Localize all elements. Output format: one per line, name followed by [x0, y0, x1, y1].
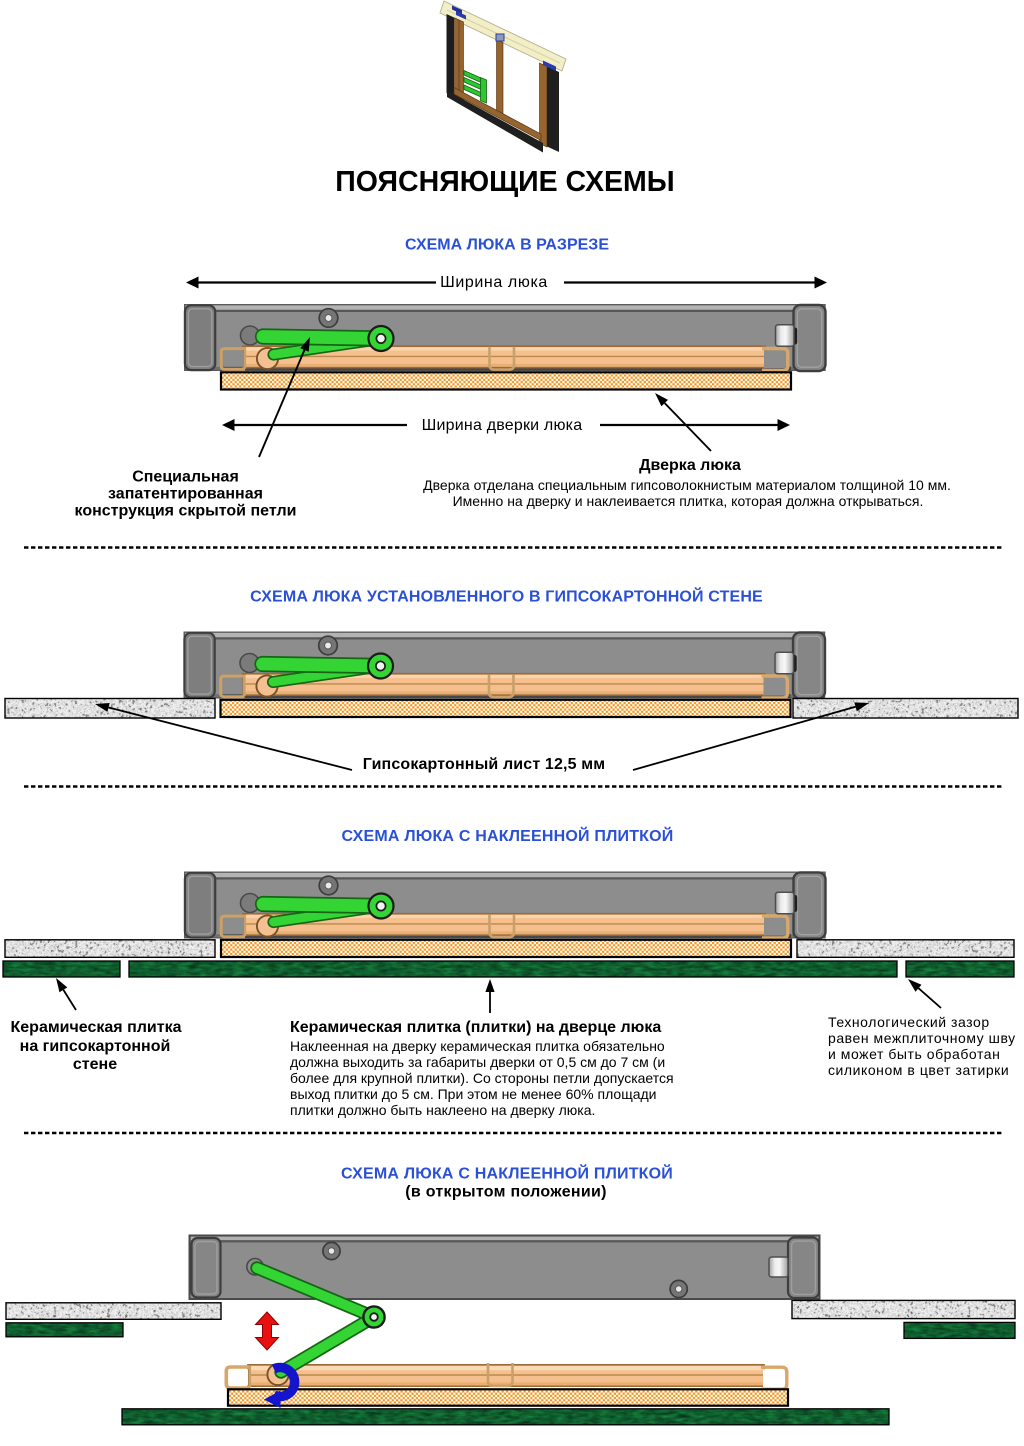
- svg-text:СХЕМА ЛЮКА УСТАНОВЛЕННОГО В ГИ: СХЕМА ЛЮКА УСТАНОВЛЕННОГО В ГИПСОКАРТОНН…: [250, 587, 763, 606]
- svg-text:(в открытом положении): (в открытом положении): [405, 1184, 607, 1201]
- svg-text:Наклеенная на дверку керамичес: Наклеенная на дверку керамическая плитка…: [290, 1038, 665, 1054]
- svg-text:запатентированная: запатентированная: [108, 486, 263, 503]
- svg-text:Специальная: Специальная: [132, 469, 239, 486]
- svg-text:ПОЯСНЯЮЩИЕ СХЕМЫ: ПОЯСНЯЮЩИЕ СХЕМЫ: [335, 166, 674, 198]
- svg-text:Керамическая плитка (плитки) н: Керамическая плитка (плитки) на дверце л…: [290, 1019, 661, 1036]
- svg-text:Керамическая плитка: Керамическая плитка: [11, 1019, 182, 1036]
- svg-text:выход плитки до 5 см. При этом: выход плитки до 5 см. При этом не менее …: [290, 1086, 656, 1102]
- svg-text:СХЕМА ЛЮКА В РАЗРЕЗЕ: СХЕМА ЛЮКА В РАЗРЕЗЕ: [405, 237, 609, 254]
- svg-text:равен межплиточному шву: равен межплиточному шву: [828, 1030, 1016, 1046]
- svg-text:силиконом в цвет затирки: силиконом в цвет затирки: [828, 1062, 1009, 1078]
- svg-text:и может быть обработан: и может быть обработан: [828, 1046, 1000, 1062]
- svg-text:Гипсокартонный лист 12,5 мм: Гипсокартонный лист 12,5 мм: [363, 756, 605, 773]
- svg-text:на гипсокартонной: на гипсокартонной: [20, 1038, 171, 1055]
- svg-text:более для крупной плитки). Со: более для крупной плитки). Со стороны пе…: [290, 1070, 674, 1086]
- svg-text:Ширина дверки люка: Ширина дверки люка: [422, 417, 583, 434]
- svg-text:должна выходить за габариты дв: должна выходить за габариты дверки от 0,…: [290, 1054, 665, 1070]
- svg-text:конструкция скрытой петли: конструкция скрытой петли: [75, 503, 297, 520]
- svg-text:Дверка отделана специальным ги: Дверка отделана специальным гипсоволокни…: [423, 477, 951, 493]
- svg-text:стене: стене: [73, 1056, 117, 1073]
- svg-text:Технологический зазор: Технологический зазор: [828, 1014, 990, 1030]
- svg-text:СХЕМА ЛЮКА С НАКЛЕЕННОЙ ПЛИТКО: СХЕМА ЛЮКА С НАКЛЕЕННОЙ ПЛИТКОЙ: [341, 1164, 673, 1183]
- svg-text:Дверка люка: Дверка люка: [639, 457, 741, 474]
- svg-text:Ширина люка: Ширина люка: [440, 274, 548, 291]
- svg-text:СХЕМА ЛЮКА С НАКЛЕЕННОЙ ПЛИТКО: СХЕМА ЛЮКА С НАКЛЕЕННОЙ ПЛИТКОЙ: [342, 826, 674, 845]
- svg-text:плитки должно быть наклеено на: плитки должно быть наклеено на дверку лю…: [290, 1102, 595, 1118]
- svg-text:Именно на дверку и наклеиваетс: Именно на дверку и наклеивается плитка, …: [453, 493, 924, 509]
